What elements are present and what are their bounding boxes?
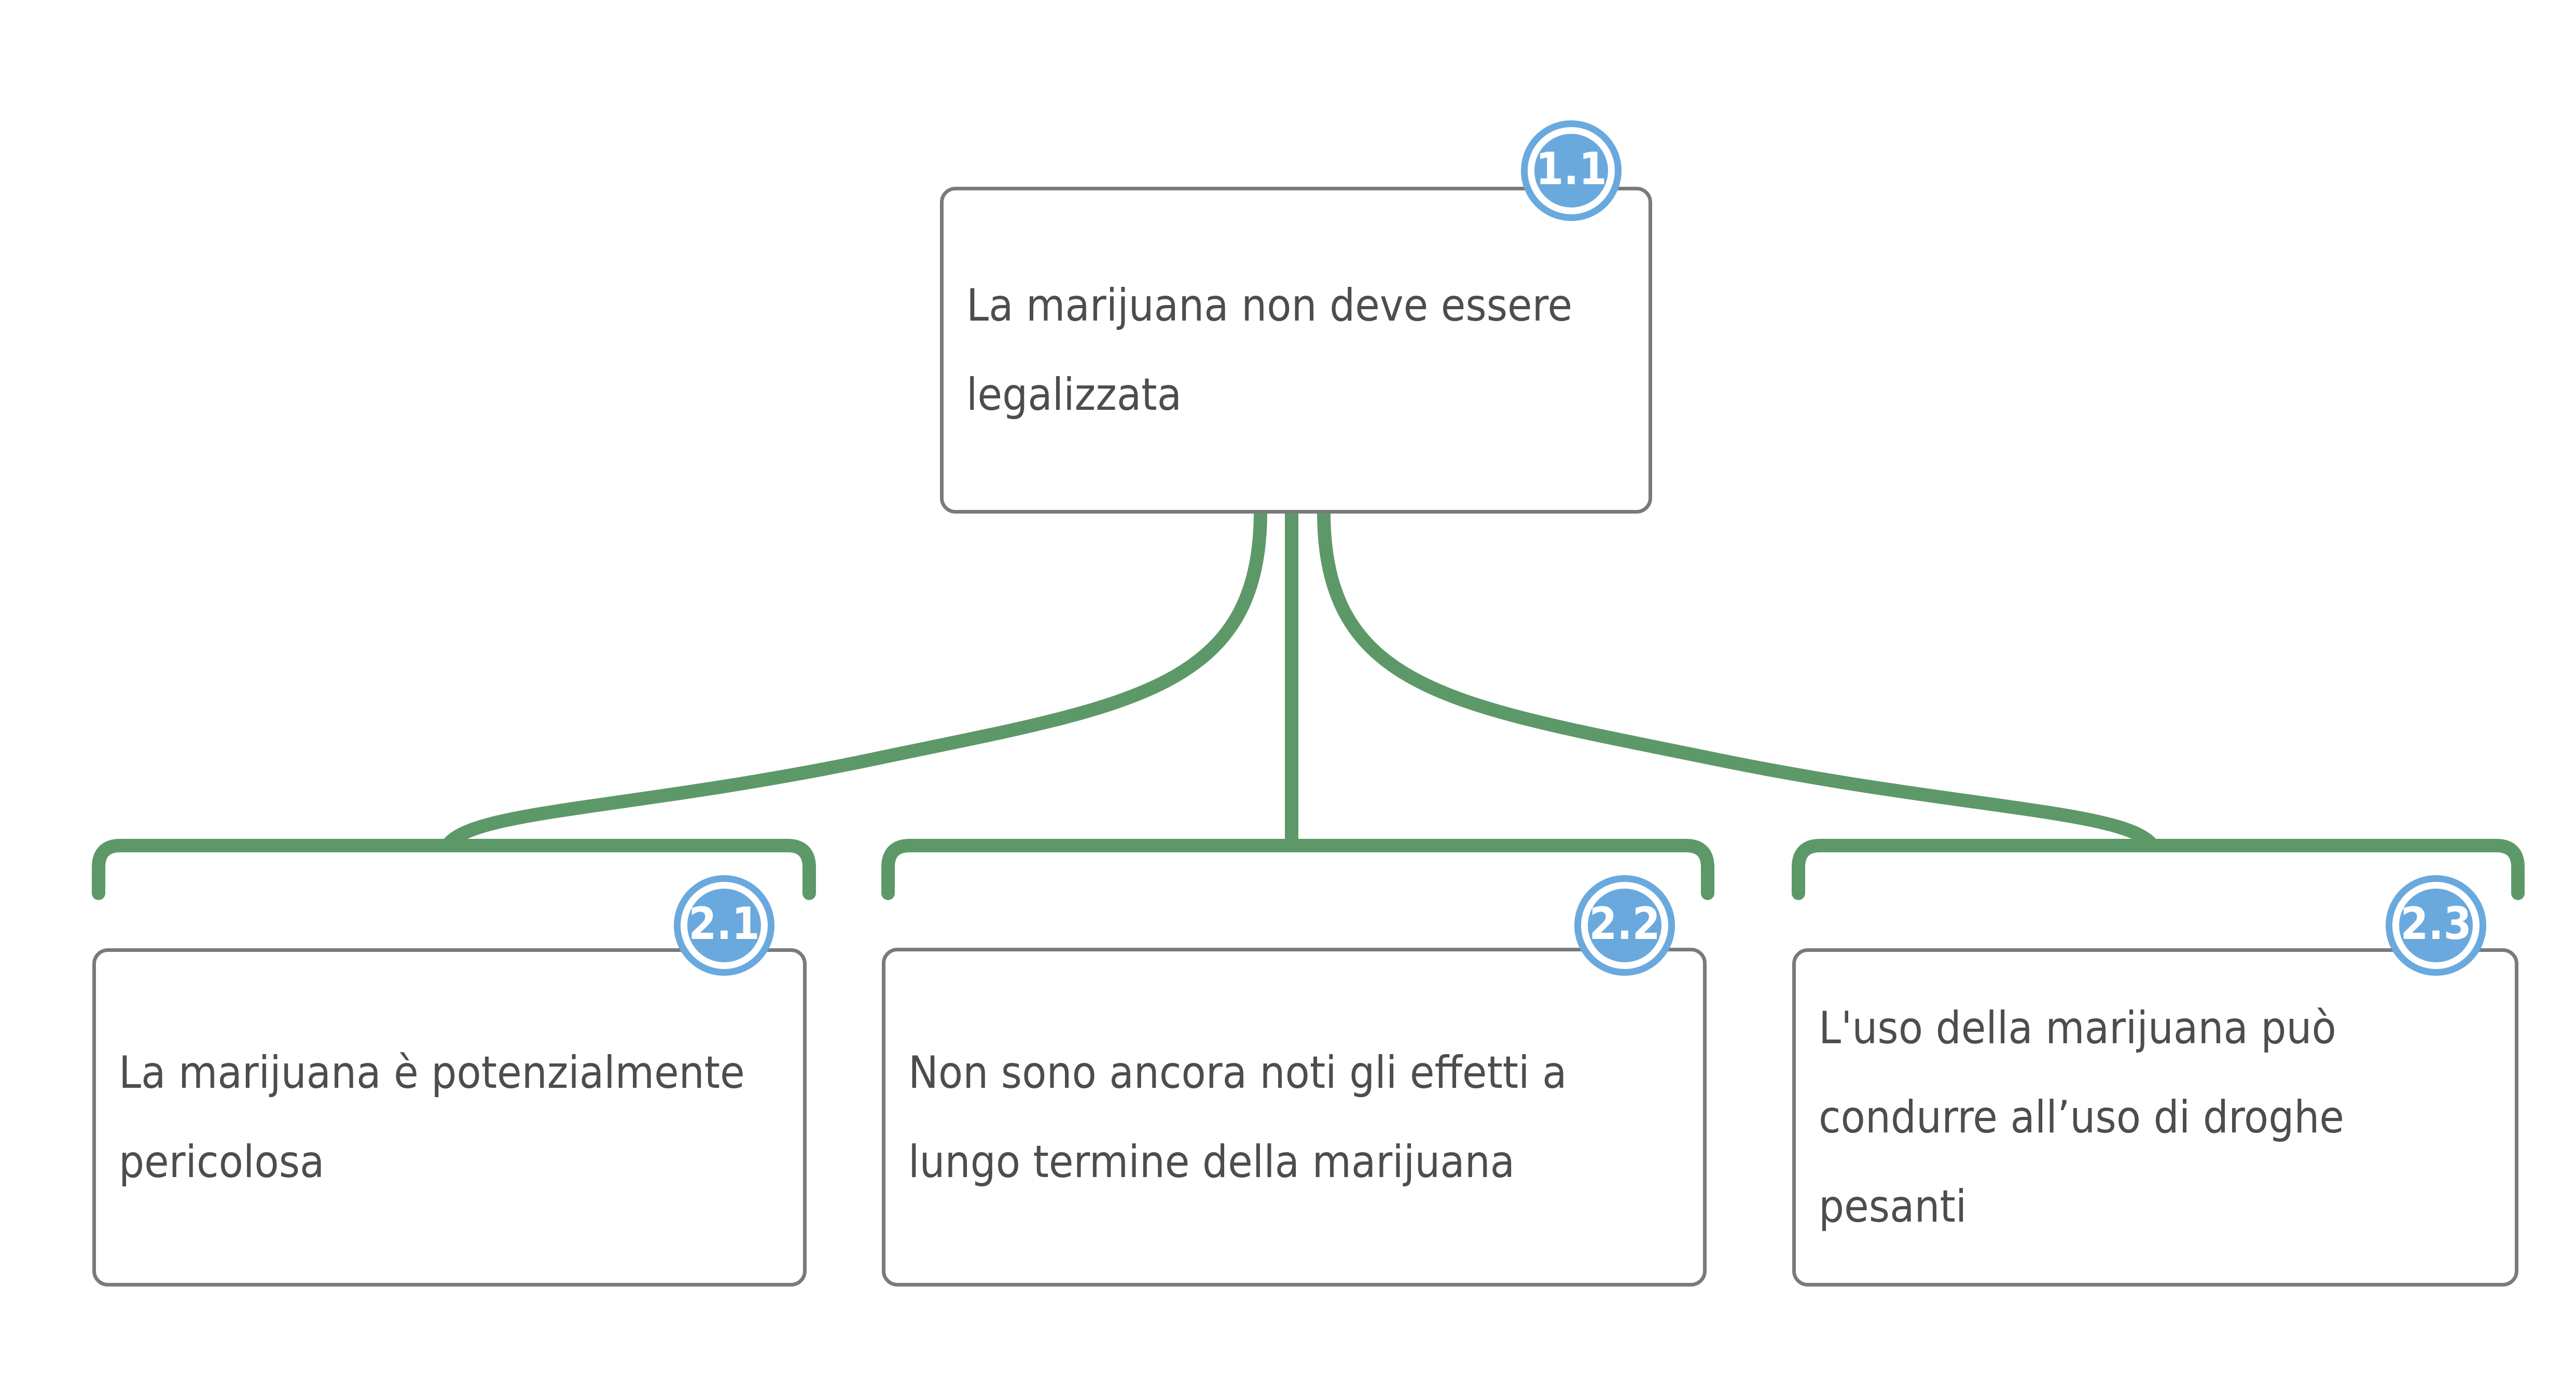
connector-root-to-2-3: [1317, 505, 2159, 852]
bracket-2-2: [881, 839, 1714, 900]
node-child-2-3-text: L'uso della marijuana può condurre all’u…: [1819, 1002, 2345, 1233]
node-badge-2-3-label: 2.3: [2400, 898, 2472, 950]
node-child-2-2[interactable]: Non sono ancora noti gli effetti a lungo…: [882, 948, 1707, 1287]
bracket-2-1: [92, 839, 816, 900]
node-badge-1-1-label: 1.1: [1535, 143, 1607, 195]
node-child-2-3[interactable]: L'uso della marijuana può condurre all’u…: [1792, 948, 2518, 1287]
node-child-2-1-text: La marijuana è potenzialmente pericolosa: [119, 1047, 745, 1188]
node-child-2-1[interactable]: La marijuana è potenzialmente pericolosa: [92, 948, 807, 1287]
bracket-2-3: [1792, 839, 2525, 900]
connector-root-to-2-1: [440, 505, 1267, 852]
node-badge-1-1[interactable]: 1.1: [1528, 127, 1615, 214]
node-badge-2-3[interactable]: 2.3: [2392, 882, 2480, 969]
node-badge-2-2-label: 2.2: [1589, 898, 1660, 950]
node-root-1-1-text: La marijuana non deve essere legalizzata: [966, 280, 1573, 421]
node-root-1-1[interactable]: La marijuana non deve essere legalizzata: [940, 187, 1652, 514]
node-badge-2-1-label: 2.1: [688, 898, 760, 950]
node-child-2-2-text: Non sono ancora noti gli effetti a lungo…: [908, 1046, 1567, 1188]
node-badge-2-2[interactable]: 2.2: [1581, 882, 1668, 969]
node-badge-2-1[interactable]: 2.1: [681, 882, 768, 969]
